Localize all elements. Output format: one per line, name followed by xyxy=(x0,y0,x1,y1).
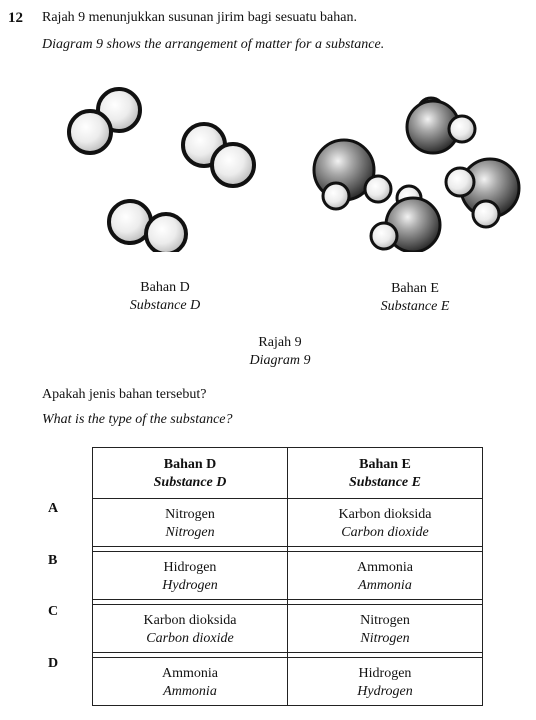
cell-malay: Karbon dioksida xyxy=(143,613,237,628)
options-table: Bahan D Substance D Bahan E Substance E … xyxy=(92,447,483,706)
cell-english: Ammonia xyxy=(358,578,412,593)
compound-molecule xyxy=(444,157,521,229)
substance-e-label-english: Substance E xyxy=(380,299,450,314)
question-number: 12 xyxy=(8,10,23,26)
cell-malay: Hidrogen xyxy=(163,560,217,575)
option-letter-b[interactable]: B xyxy=(48,553,58,568)
prompt-english: What is the type of the substance? xyxy=(42,412,233,427)
matter-arrangement-diagram xyxy=(67,87,521,252)
substance-d-label-malay: Bahan D xyxy=(140,280,190,295)
header-e-english: Substance E xyxy=(349,475,421,490)
option-letter-a[interactable]: A xyxy=(48,501,59,516)
header-e-malay: Bahan E xyxy=(359,457,411,472)
cell-english: Hydrogen xyxy=(357,684,413,699)
cell-malay: Karbon dioksida xyxy=(338,507,432,522)
option-b-substance-d: Hidrogen Hydrogen xyxy=(92,551,288,600)
header-d-malay: Bahan D xyxy=(163,457,217,472)
diatomic-molecule xyxy=(67,87,142,155)
table-header-row: Bahan D Substance D Bahan E Substance E xyxy=(92,447,483,499)
option-c-substance-e: Nitrogen Nitrogen xyxy=(287,604,483,653)
option-a-substance-e: Karbon dioksida Carbon dioxide xyxy=(287,498,483,547)
option-d-substance-e: Hidrogen Hydrogen xyxy=(287,657,483,706)
option-letter-d[interactable]: D xyxy=(48,656,59,671)
cell-malay: Ammonia xyxy=(357,560,413,575)
table-row[interactable]: Hidrogen Hydrogen Ammonia Ammonia xyxy=(92,551,483,600)
substance-d-label-english: Substance D xyxy=(129,298,201,313)
cell-malay: Ammonia xyxy=(162,666,218,681)
question-stem-malay: Rajah 9 menunjukkan susunan jirim bagi s… xyxy=(42,10,357,25)
substance-e-label-malay: Bahan E xyxy=(391,281,439,296)
substance-d-molecules xyxy=(67,87,256,252)
compound-molecule xyxy=(369,184,442,252)
question-stem-english: Diagram 9 shows the arrangement of matte… xyxy=(42,37,385,52)
diatomic-molecule xyxy=(107,199,188,252)
diagram-caption-english: Diagram 9 xyxy=(249,353,311,368)
compound-molecule xyxy=(405,96,477,155)
header-substance-e: Bahan E Substance E xyxy=(287,447,483,499)
header-substance-d: Bahan D Substance D xyxy=(92,447,288,499)
option-letter-c[interactable]: C xyxy=(48,604,59,619)
cell-english: Ammonia xyxy=(163,684,217,699)
cell-malay: Nitrogen xyxy=(165,507,215,522)
header-d-english: Substance D xyxy=(153,475,227,490)
table-row[interactable]: Nitrogen Nitrogen Karbon dioksida Carbon… xyxy=(92,498,483,547)
option-d-substance-d: Ammonia Ammonia xyxy=(92,657,288,706)
cell-malay: Nitrogen xyxy=(360,613,410,628)
option-a-substance-d: Nitrogen Nitrogen xyxy=(92,498,288,547)
compound-molecule xyxy=(312,138,393,211)
cell-english: Nitrogen xyxy=(360,631,410,646)
cell-english: Nitrogen xyxy=(165,525,215,540)
cell-english: Hydrogen xyxy=(162,578,218,593)
diatomic-molecule xyxy=(181,122,256,188)
cell-english: Carbon dioxide xyxy=(341,525,429,540)
cell-malay: Hidrogen xyxy=(358,666,412,681)
option-b-substance-e: Ammonia Ammonia xyxy=(287,551,483,600)
option-c-substance-d: Karbon dioksida Carbon dioxide xyxy=(92,604,288,653)
substance-e-molecules xyxy=(312,96,521,252)
table-row[interactable]: Karbon dioksida Carbon dioxide Nitrogen … xyxy=(92,604,483,653)
table-row[interactable]: Ammonia Ammonia Hidrogen Hydrogen xyxy=(92,657,483,706)
diagram-caption-malay: Rajah 9 xyxy=(258,335,302,350)
prompt-malay: Apakah jenis bahan tersebut? xyxy=(42,387,207,402)
cell-english: Carbon dioxide xyxy=(146,631,234,646)
